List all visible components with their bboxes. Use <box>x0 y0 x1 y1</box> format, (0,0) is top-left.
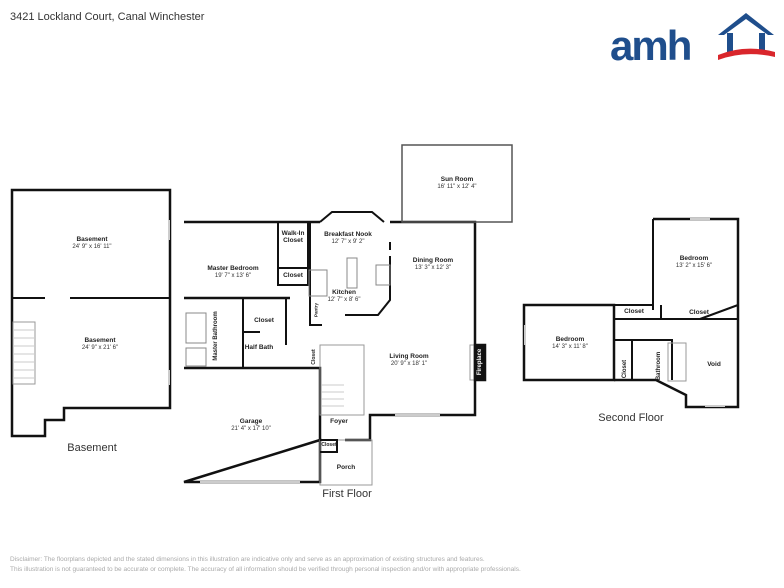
property-address: 3421 Lockland Court, Canal Winchester <box>10 11 205 23</box>
room-closet-second: Closet <box>622 359 628 379</box>
room-closet-upper-left: Closet <box>624 308 644 315</box>
second-floor-plan <box>522 217 740 409</box>
room-pantry: Pantry <box>313 302 319 318</box>
floor-label-second: Second Floor <box>598 412 664 424</box>
disclaimer-line-2: This illustration is not guaranteed to b… <box>10 566 521 573</box>
room-foyer: Foyer <box>330 418 348 425</box>
room-closet-upper-right: Closet <box>689 309 709 316</box>
amh-logo: amh <box>610 13 775 69</box>
room-closet-foyer: Closet <box>321 442 337 448</box>
room-void: Void <box>707 361 721 368</box>
floor-label-first: First Floor <box>322 488 372 500</box>
first-floor-plan <box>183 144 513 486</box>
fireplace: Fireplace <box>477 348 483 376</box>
svg-text:amh: amh <box>610 22 691 69</box>
room-closet-hall: Closet <box>254 317 274 324</box>
basement-plan <box>10 188 172 438</box>
room-half-bath: Half Bath <box>244 344 274 351</box>
room-closet-stair: Closet <box>311 349 317 365</box>
room-master-bathroom: Master Bathroom <box>213 311 219 361</box>
disclaimer-line-1: Disclaimer: The floorplans depicted and … <box>10 556 485 563</box>
room-bathroom-second: Bathroom <box>656 351 662 381</box>
room-porch: Porch <box>336 464 356 471</box>
room-closet-master: Closet <box>283 272 303 279</box>
floor-label-basement: Basement <box>67 442 117 454</box>
room-walk-in-closet: Walk-In Closet <box>281 230 305 244</box>
